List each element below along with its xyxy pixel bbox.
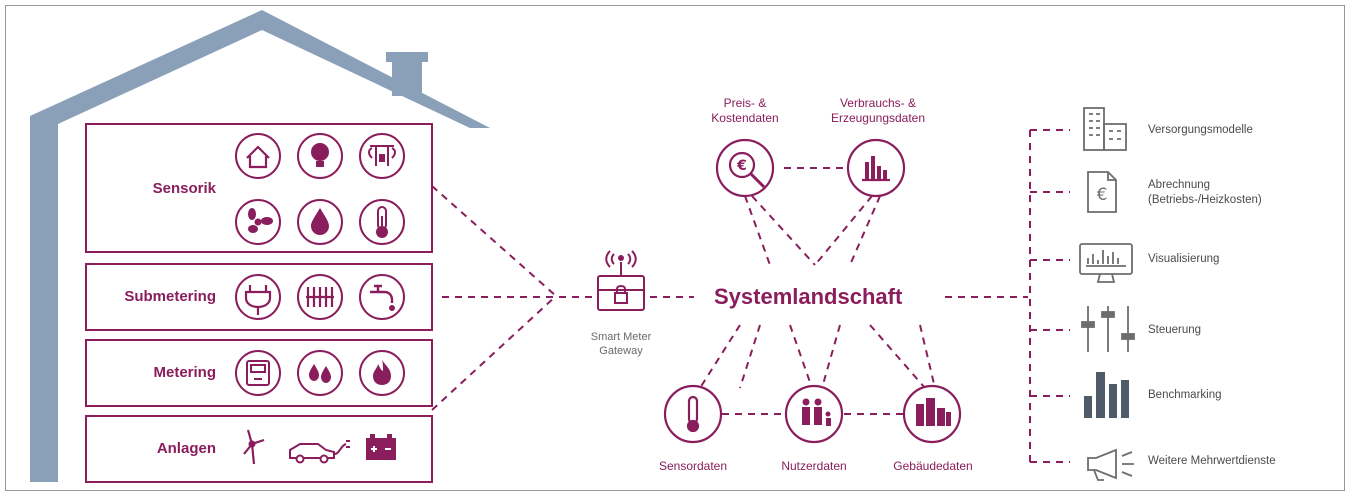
sensor-data-label: Sensordaten <box>658 459 728 473</box>
row-label-sensorik: Sensorik <box>152 180 216 197</box>
service-label-versorgungsmodelle: Versorgungsmodelle <box>1148 124 1253 136</box>
row-label-metering: Metering <box>153 364 216 381</box>
water-drops-icon <box>297 350 343 396</box>
water-tap-icon <box>359 274 405 320</box>
connection-lines <box>431 129 1070 463</box>
megaphone-icon <box>1087 448 1134 481</box>
service-label-weitere: Weitere Mehrwertdienste <box>1148 455 1276 467</box>
service-label-abrechnung-line2: (Betriebs-/Heizkosten) <box>1148 194 1262 206</box>
svg-text:€: € <box>1097 185 1108 205</box>
user-data-label: Nutzerdaten <box>781 459 847 473</box>
electric-car-icon <box>289 440 350 464</box>
building-data-icon <box>902 384 962 444</box>
price-data-label-line2: Kostendaten <box>711 111 779 125</box>
center-label: Systemlandschaft <box>714 284 903 309</box>
lightbulb-icon <box>297 133 343 179</box>
power-plug-icon <box>235 274 281 320</box>
home-sensor-icon <box>235 133 281 179</box>
service-label-benchmarking: Benchmarking <box>1148 389 1222 401</box>
price-data-icon: € <box>715 138 775 198</box>
sensor-data-icon <box>663 384 723 444</box>
smart-meter-gateway-icon <box>597 250 645 311</box>
monitor-chart-icon <box>1079 243 1133 283</box>
wind-turbine-icon <box>243 429 265 465</box>
consumption-data-label: Verbrauchs- & Erzeugungsdaten <box>816 96 940 126</box>
flame-icon <box>359 350 405 396</box>
consumption-data-label-line2: Erzeugungsdaten <box>830 111 926 125</box>
gateway-label-line1: Smart Meter <box>590 331 652 343</box>
water-drop-icon <box>297 199 343 245</box>
bar-chart-icon <box>1084 372 1129 418</box>
radiator-icon <box>297 274 343 320</box>
gateway-label-line2: Gateway <box>599 345 643 357</box>
user-data-icon <box>784 384 844 444</box>
consumption-data-icon <box>846 138 906 198</box>
battery-icon <box>366 434 396 460</box>
row-label-anlagen: Anlagen <box>156 440 216 457</box>
price-data-label-line1: Preis- & <box>723 96 767 110</box>
gateway-label: Smart Meter Gateway <box>576 330 666 358</box>
thermometer-icon <box>359 199 405 245</box>
building-icon <box>1083 107 1127 151</box>
service-label-abrechnung: Abrechnung (Betriebs-/Heizkosten) <box>1148 178 1262 208</box>
window-sensor-icon <box>359 133 405 179</box>
building-data-label: Gebäudedaten <box>893 459 973 473</box>
service-label-steuerung: Steuerung <box>1148 324 1202 336</box>
svg-text:€: € <box>736 158 747 174</box>
row-label-submetering: Submetering <box>124 288 216 305</box>
service-label-abrechnung-line1: Abrechnung <box>1148 179 1211 191</box>
fan-icon <box>235 199 281 245</box>
price-data-label: Preis- & Kostendaten <box>690 96 800 126</box>
electricity-meter-icon <box>235 350 281 396</box>
consumption-data-label-line1: Verbrauchs- & <box>839 96 917 110</box>
service-label-visualisierung: Visualisierung <box>1148 253 1220 265</box>
sliders-icon <box>1081 306 1135 352</box>
house-outline <box>30 10 490 482</box>
invoice-euro-icon: € <box>1087 171 1117 213</box>
